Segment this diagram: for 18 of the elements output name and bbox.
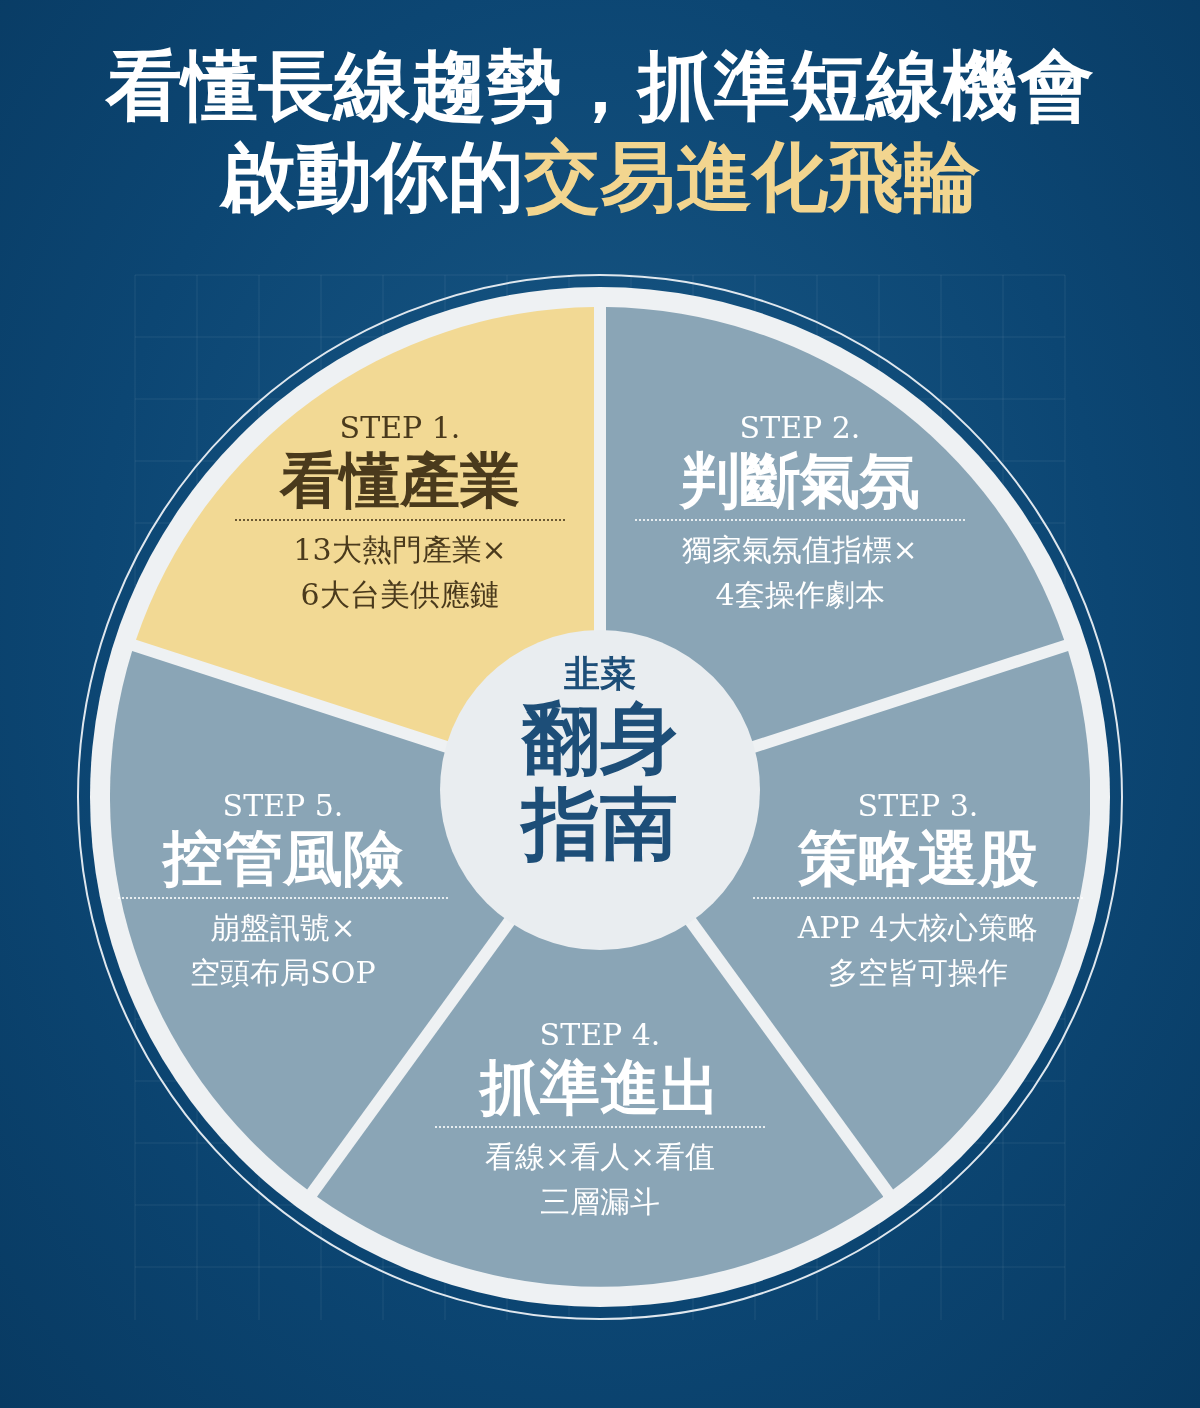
hub-title: 翻身指南 bbox=[520, 695, 679, 867]
step-description: 13大熱門產業×6大台美供應鏈 bbox=[293, 531, 507, 614]
step-heading: 策略選股 bbox=[798, 824, 1038, 893]
step-heading: 控管風險 bbox=[163, 824, 403, 893]
step-heading: 看懂產業 bbox=[280, 446, 520, 515]
step-description: 崩盤訊號×空頭布局SOP bbox=[190, 909, 376, 992]
step-label: STEP 4. bbox=[539, 1017, 661, 1053]
step-heading: 抓準進出 bbox=[480, 1053, 720, 1122]
title: 看懂長線趨勢，抓準短線機會啟動你的交易進化飛輪 bbox=[104, 40, 1095, 223]
step-label: STEP 5. bbox=[222, 788, 344, 824]
hub-subtitle: 韭菜 bbox=[564, 652, 636, 696]
step-description: 看線×看人×看值三層漏斗 bbox=[484, 1138, 716, 1221]
step-label: STEP 1. bbox=[339, 410, 461, 446]
step-heading: 判斷氣氛 bbox=[680, 446, 920, 515]
step-label: STEP 2. bbox=[739, 410, 861, 446]
step-label: STEP 3. bbox=[857, 788, 979, 824]
step-description: APP 4大核心策略多空皆可操作 bbox=[797, 909, 1039, 992]
step-description: 獨家氣氛值指標×4套操作劇本 bbox=[682, 531, 918, 614]
